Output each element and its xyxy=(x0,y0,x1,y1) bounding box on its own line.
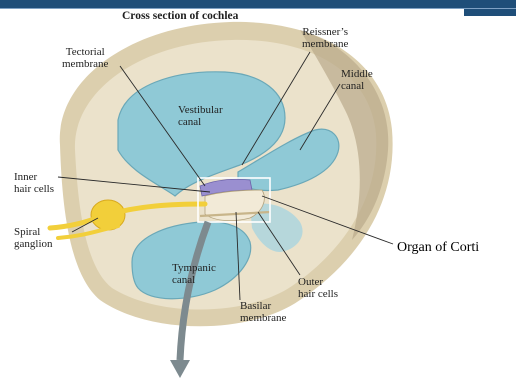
label-tectorial-membrane: Tectorial membrane xyxy=(62,46,108,70)
label-inner-hair-cells: Inner hair cells xyxy=(14,171,54,195)
label-tympanic-canal: Tympanic canal xyxy=(172,262,216,286)
label-middle-canal: Middle canal xyxy=(341,68,373,92)
label-reissners-membrane: Reissner’s membrane xyxy=(302,26,348,50)
label-vestibular-canal: Vestibular canal xyxy=(178,104,223,128)
label-basilar-membrane: Basilar membrane xyxy=(240,300,286,324)
label-spiral-ganglion: Spiral ganglion xyxy=(14,226,53,250)
zoom-arrow-head xyxy=(170,360,190,378)
label-outer-hair-cells: Outer hair cells xyxy=(298,276,338,300)
diagram-title: Cross section of cochlea xyxy=(122,10,238,22)
label-organ-of-corti: Organ of Corti xyxy=(397,240,479,256)
